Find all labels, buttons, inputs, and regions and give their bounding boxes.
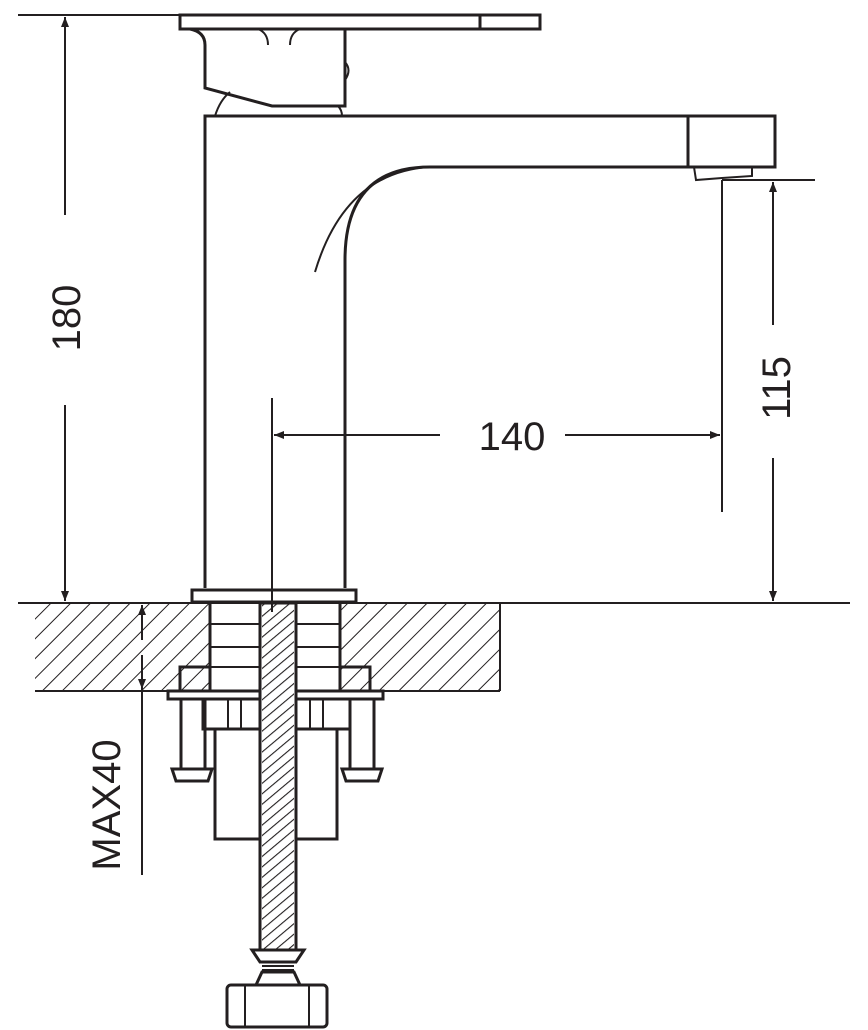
dimension-height-115: 115 (722, 179, 815, 601)
mounting-kit (166, 601, 385, 1029)
lever-handle (178, 13, 542, 117)
dimension-label-max40: MAX40 (85, 739, 129, 870)
countertop (18, 602, 850, 692)
faucet-body (190, 114, 777, 604)
dimension-label-115: 115 (755, 356, 799, 420)
dimension-reach-140: 140 (271, 180, 723, 612)
dimension-max-40: MAX40 (85, 605, 146, 875)
dimension-label-180: 180 (45, 285, 89, 352)
dimension-height-180: 180 (18, 14, 180, 601)
dimension-label-140: 140 (479, 415, 546, 459)
